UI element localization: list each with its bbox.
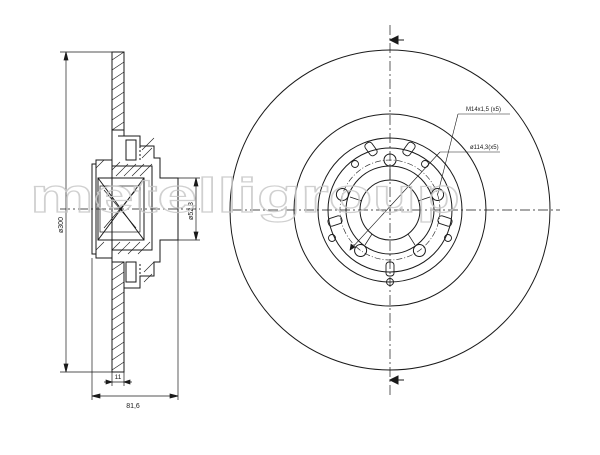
leader-lines	[349, 113, 510, 251]
hat-slots	[327, 141, 453, 286]
front-view	[229, 25, 560, 395]
label-total-height: 81,6	[126, 403, 140, 410]
label-pitch-circle: ø114,3(x5)	[470, 145, 499, 151]
hub-spokes	[349, 166, 431, 246]
pitch-circle	[339, 159, 441, 261]
section-arrow-top	[388, 35, 404, 45]
side-view	[60, 51, 200, 400]
label-bore-diameter: ø52,3	[188, 202, 195, 220]
disc-outer-edge	[229, 49, 551, 371]
disc-hatch	[111, 51, 125, 371]
watermark-logo: metelligroup	[30, 170, 460, 223]
bolt-hole	[412, 244, 426, 257]
dim-bore	[178, 177, 200, 241]
dim-thickness	[104, 372, 132, 386]
bolt-hole	[431, 188, 445, 201]
dim-outer-diameter	[60, 51, 112, 373]
label-disc-thickness: 11	[115, 374, 122, 381]
label-outer-diameter: ø300	[58, 217, 65, 233]
hat-outer	[317, 137, 463, 283]
stud-hole-bottom	[125, 261, 137, 283]
bolt-hole	[354, 244, 368, 257]
section-arrow-bottom	[388, 375, 404, 385]
hat-ring	[327, 147, 453, 273]
bolt-hole	[335, 188, 349, 201]
hub-hatch	[95, 137, 155, 283]
dim-total-height	[91, 240, 179, 400]
disc-inner-edge	[293, 113, 487, 307]
label-bolt-thread: M14x1,5 (x5)	[466, 107, 501, 113]
stud-hole-top	[125, 139, 137, 161]
